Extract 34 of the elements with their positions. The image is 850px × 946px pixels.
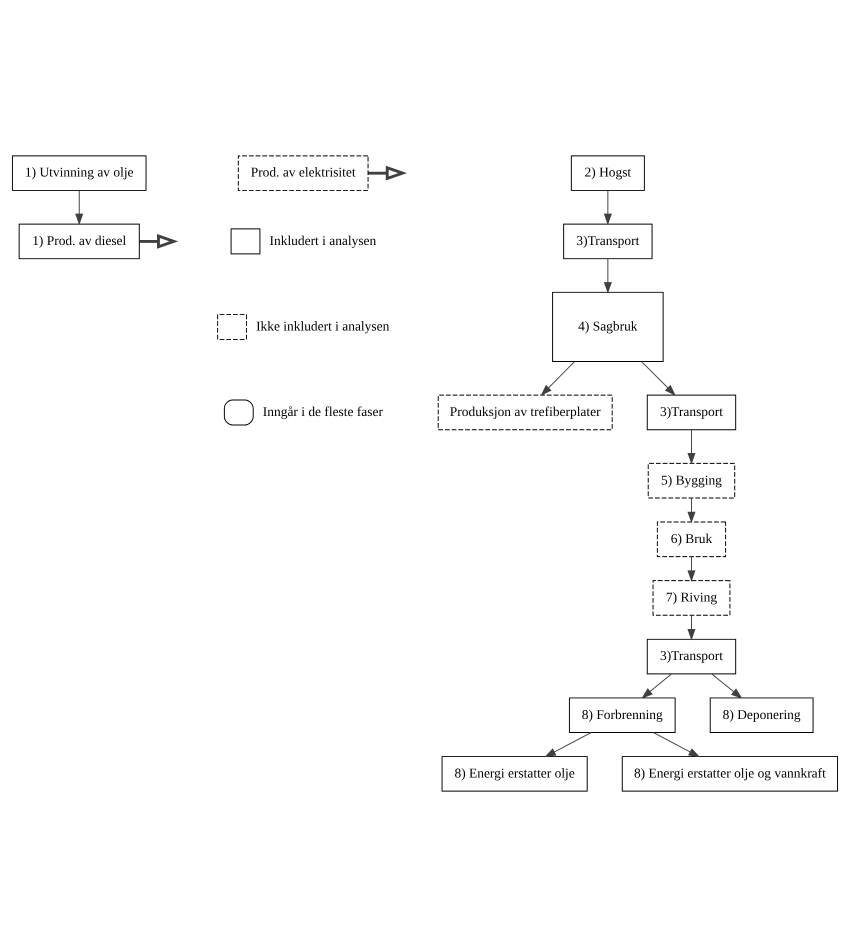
arrow bbox=[641, 360, 676, 396]
arrow bbox=[544, 732, 592, 757]
node-box: Prod. av elektrisitet bbox=[238, 154, 369, 190]
node-box: 8) Energi erstatter olje bbox=[442, 756, 588, 792]
node-box: 6) Bruk bbox=[656, 521, 726, 557]
arrow bbox=[711, 672, 743, 698]
arrow bbox=[540, 360, 575, 396]
legend-label: Inngår i de fleste faser bbox=[262, 404, 383, 419]
legend-label: Inkludert i analysen bbox=[270, 232, 376, 248]
arrow bbox=[687, 428, 696, 464]
node-box: 5) Bygging bbox=[648, 462, 736, 498]
arrow bbox=[687, 497, 696, 523]
arrow bbox=[641, 672, 672, 698]
node-box: 1) Utvinning av olje bbox=[12, 154, 146, 190]
node-box: 3)Transport bbox=[563, 223, 653, 259]
legend-label: Ikke inkludert i analysen bbox=[256, 318, 390, 333]
arrow bbox=[75, 190, 84, 225]
arrow bbox=[652, 732, 700, 757]
arrow bbox=[687, 556, 696, 582]
node-box: 4) Sagbruk bbox=[552, 291, 664, 362]
arrow bbox=[139, 233, 178, 248]
node-box: 2) Hogst bbox=[570, 154, 645, 190]
arrow bbox=[604, 190, 612, 225]
node-box: 8) Deponering bbox=[710, 696, 814, 732]
arrow bbox=[604, 258, 612, 294]
node-box: Produksjon av trefiberplater bbox=[438, 394, 613, 430]
node-box: 8) Energi erstatter olje og vannkraft bbox=[622, 756, 838, 792]
node-box: 7) Riving bbox=[652, 580, 730, 616]
arrow bbox=[368, 165, 407, 180]
arrow bbox=[687, 614, 696, 640]
node-box: 3)Transport bbox=[646, 394, 736, 430]
node-box: 3)Transport bbox=[646, 638, 736, 674]
node-box: 8) Forbrenning bbox=[568, 696, 676, 732]
node-box: 1) Prod. av diesel bbox=[18, 223, 140, 259]
